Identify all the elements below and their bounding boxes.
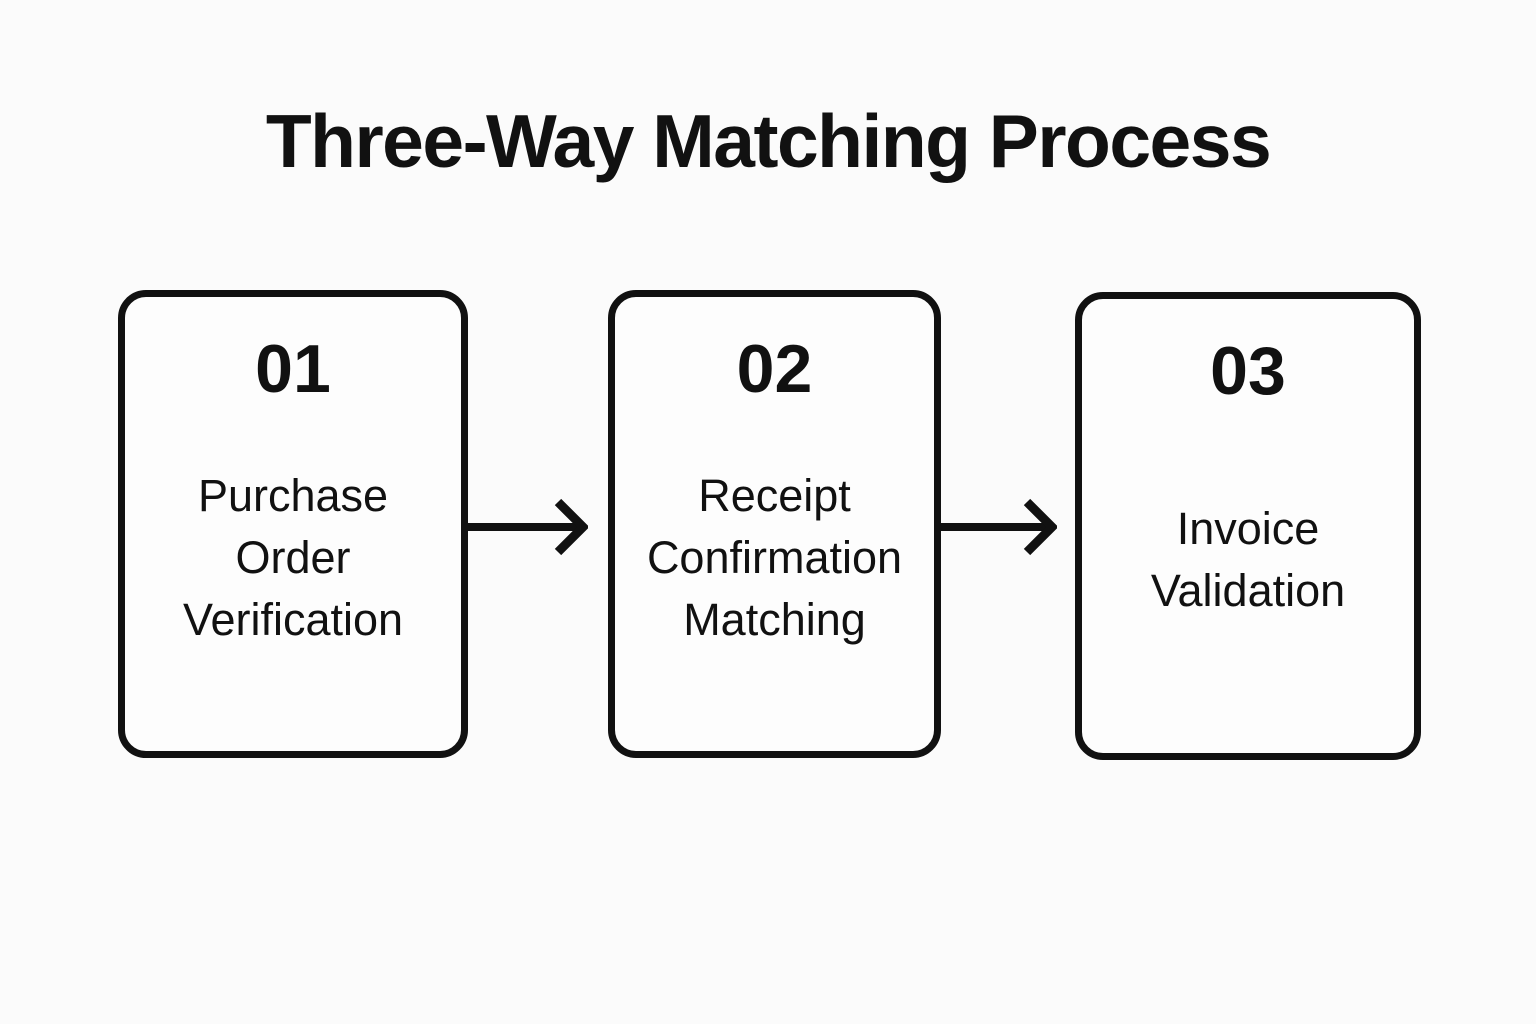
page-title: Three-Way Matching Process [265, 99, 1272, 183]
step-label: Receipt Confirmation Matching [646, 470, 903, 645]
step-label: Invoice Validation [1150, 503, 1346, 616]
step-body: Purchase Order Verification [125, 403, 461, 751]
step-card-3: 03 Invoice Validation [1075, 292, 1421, 760]
step-number: 02 [736, 331, 813, 407]
step-body: Invoice Validation [1082, 405, 1414, 753]
arrow-right-icon [939, 487, 1057, 567]
step-body: Receipt Confirmation Matching [615, 403, 934, 751]
step-number: 03 [1210, 333, 1286, 409]
step-number: 01 [255, 331, 331, 407]
arrow-right-icon [466, 487, 588, 567]
step-label: Purchase Order Verification [182, 470, 404, 645]
step-card-2: 02 Receipt Confirmation Matching [608, 290, 941, 758]
step-card-1: 01 Purchase Order Verification [118, 290, 468, 758]
